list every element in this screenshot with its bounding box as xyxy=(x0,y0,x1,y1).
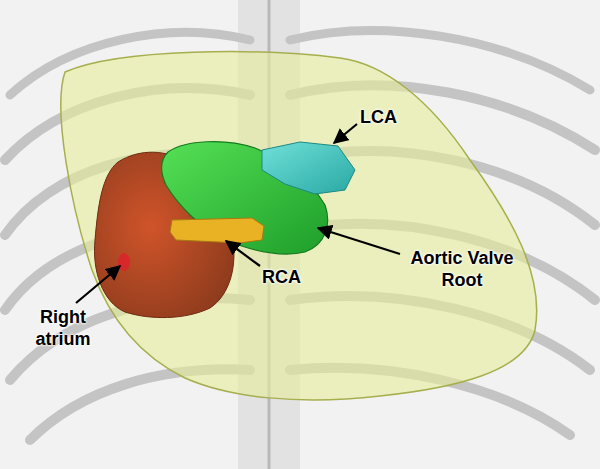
heart-outline xyxy=(61,52,537,400)
leader-arrows xyxy=(76,124,400,303)
part-label: LCA xyxy=(360,106,397,128)
rca-shape xyxy=(170,218,264,243)
ribcage xyxy=(5,0,595,469)
part-label: RCA xyxy=(262,266,301,288)
part-label: Right atrium xyxy=(24,306,102,350)
part-label: Aortic Valve Root xyxy=(398,247,526,291)
lca-shape xyxy=(262,142,355,194)
